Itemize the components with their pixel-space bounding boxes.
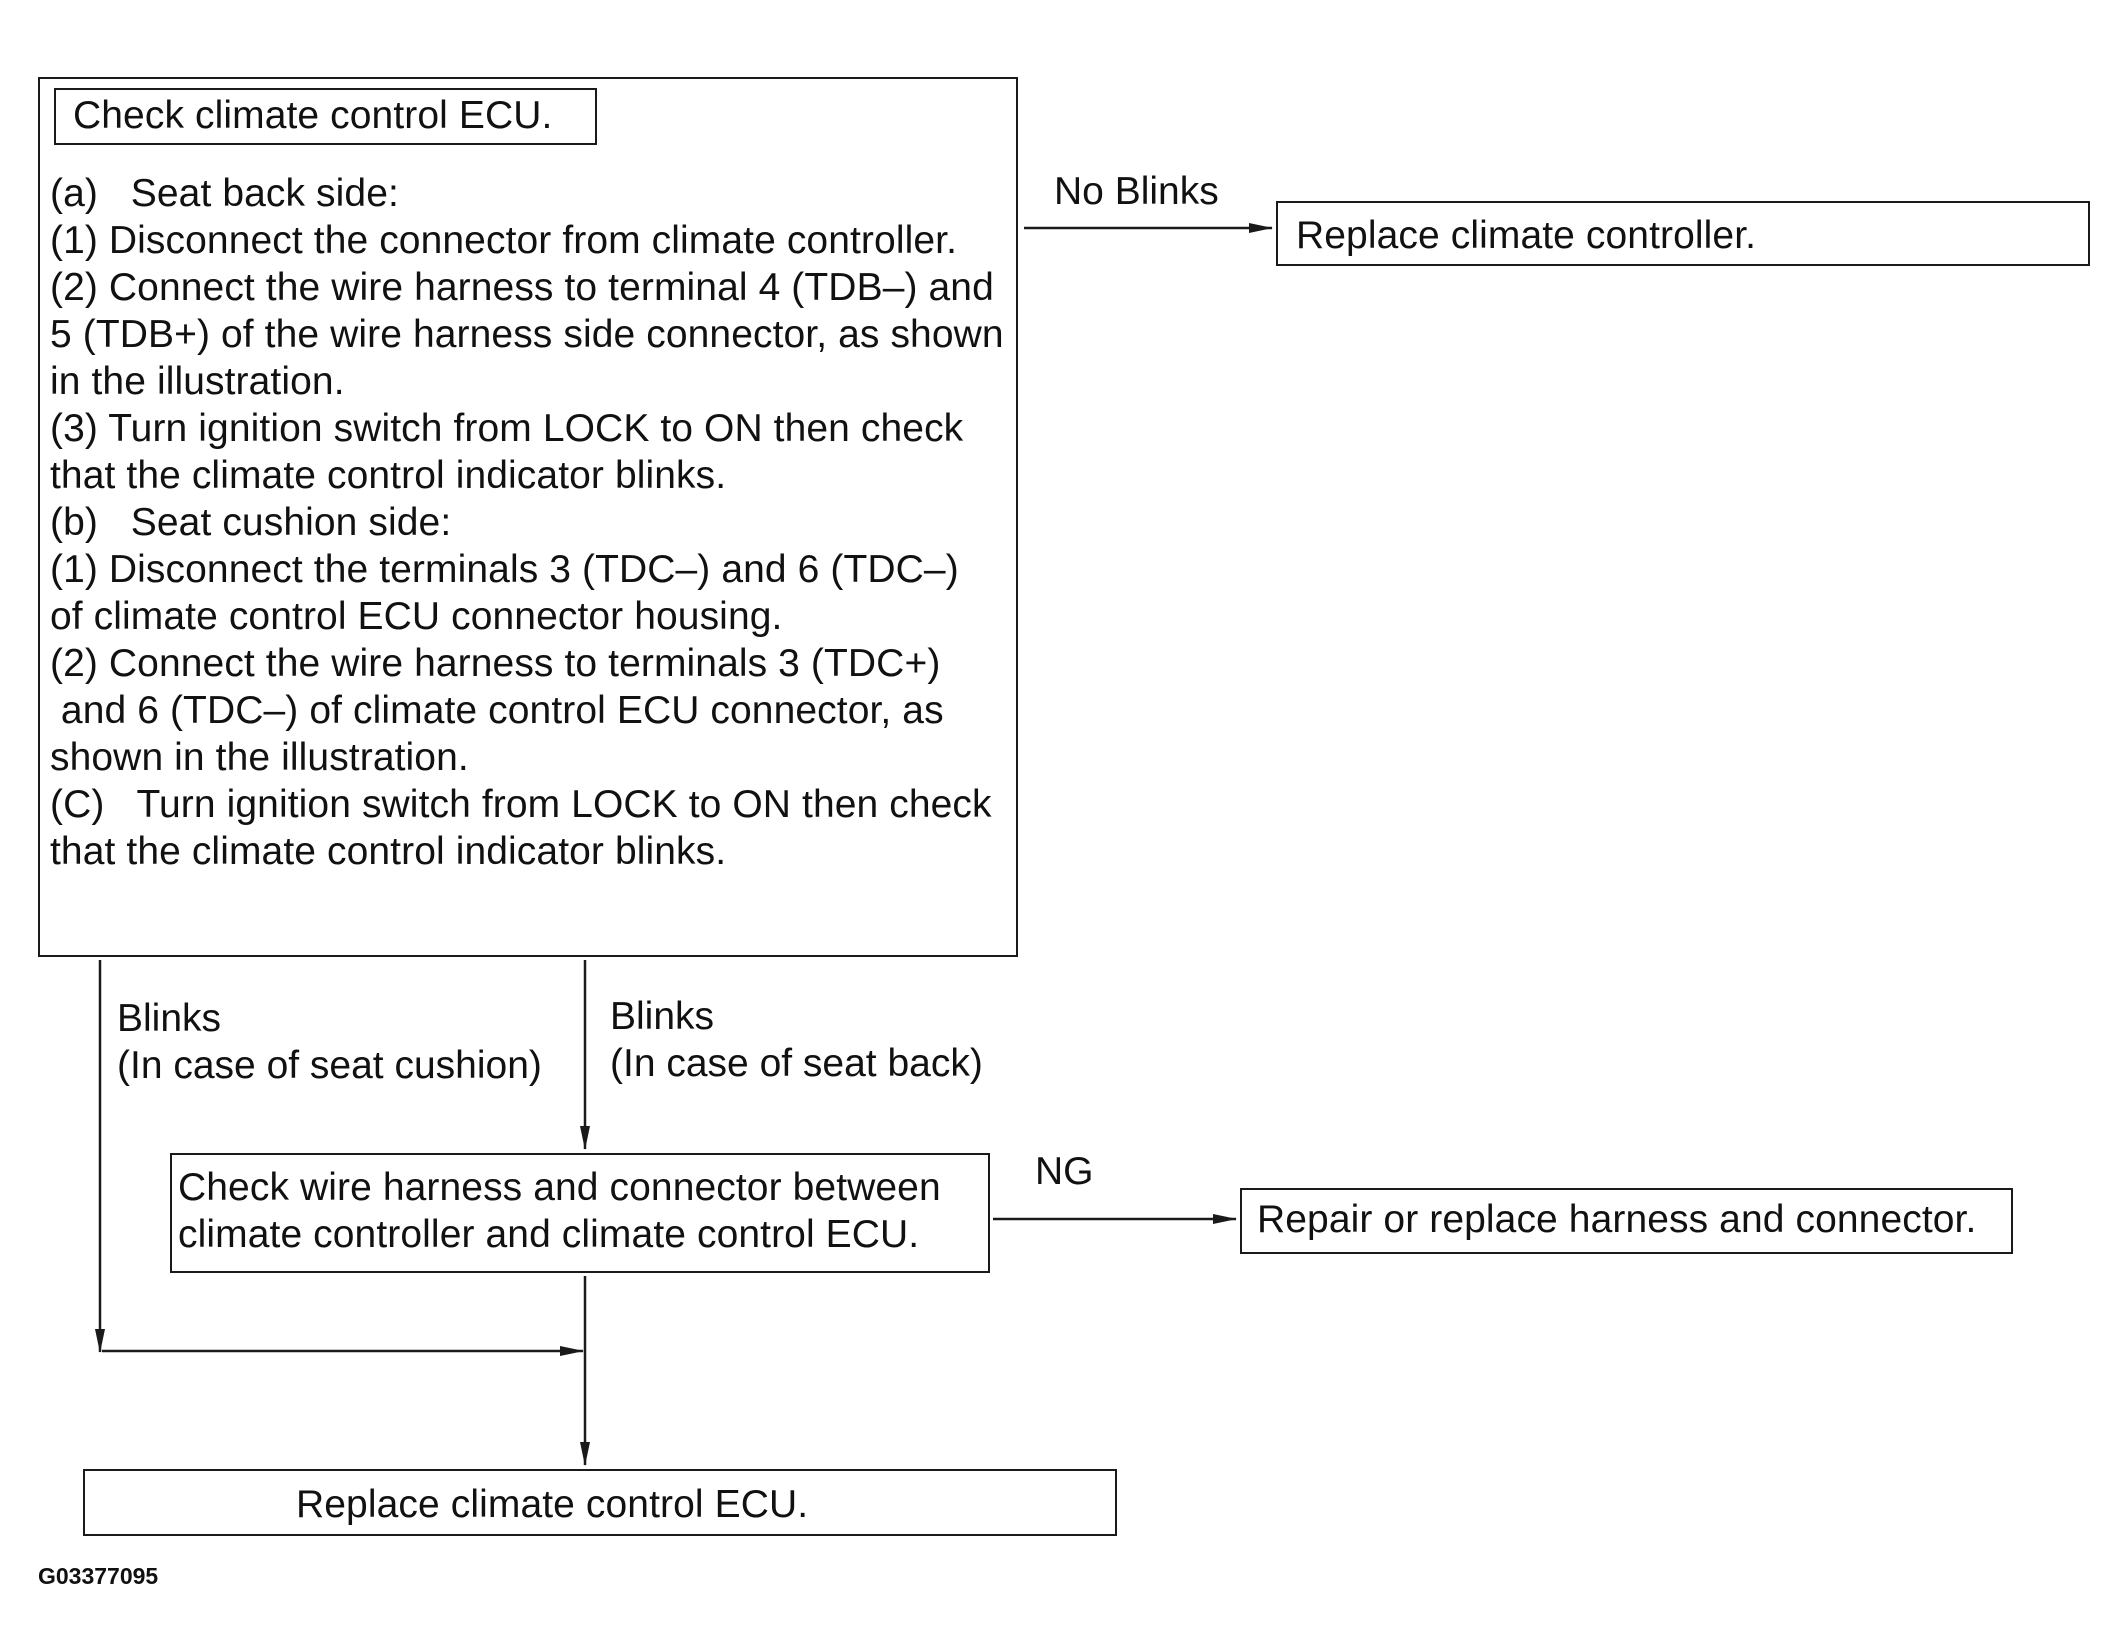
step-line: in the illustration.: [50, 360, 345, 403]
step-line: (2) Connect the wire harness to terminal…: [50, 266, 994, 309]
main-check-title: Check climate control ECU.: [73, 94, 553, 137]
blinks-back-label: Blinks (In case of seat back): [610, 995, 983, 1085]
step-line: (1) Disconnect the terminals 3 (TDC–) an…: [50, 548, 959, 591]
replace-ecu-box: [83, 1469, 1117, 1536]
replace-controller-box: [1276, 201, 2090, 266]
repair-harness-box: [1240, 1188, 2013, 1254]
no-blinks-label: No Blinks: [1054, 170, 1219, 213]
replace-controller-text: Replace climate controller.: [1296, 214, 1757, 257]
figure-id: G03377095: [38, 1563, 159, 1589]
step-line: (b) Seat cushion side:: [50, 501, 452, 544]
step-line: of climate control ECU connector housing…: [50, 595, 783, 638]
repair-harness-text: Repair or replace harness and connector.: [1257, 1198, 1977, 1241]
main-check-title-box: [54, 88, 597, 145]
replace-ecu-text: Replace climate control ECU.: [296, 1483, 809, 1526]
step-line: that the climate control indicator blink…: [50, 454, 727, 497]
step-line: (a) Seat back side:: [50, 172, 399, 215]
step-line: (3) Turn ignition switch from LOCK to ON…: [50, 407, 964, 450]
step-line: (2) Connect the wire harness to terminal…: [50, 642, 941, 685]
step-line: shown in the illustration.: [50, 736, 469, 779]
step-line: 5 (TDB+) of the wire harness side connec…: [50, 313, 1004, 356]
check-harness-box: [170, 1153, 990, 1273]
step-line: (C) Turn ignition switch from LOCK to ON…: [50, 783, 992, 826]
blinks-cushion-label: Blinks (In case of seat cushion): [117, 997, 542, 1087]
step-line: (1) Disconnect the connector from climat…: [50, 219, 958, 262]
step-line: that the climate control indicator blink…: [50, 830, 727, 873]
main-check-box: [38, 77, 1018, 957]
ng-label: NG: [1035, 1150, 1094, 1193]
check-harness-text: Check wire harness and connector between…: [178, 1166, 941, 1256]
step-line: and 6 (TDC–) of climate control ECU conn…: [50, 689, 944, 732]
